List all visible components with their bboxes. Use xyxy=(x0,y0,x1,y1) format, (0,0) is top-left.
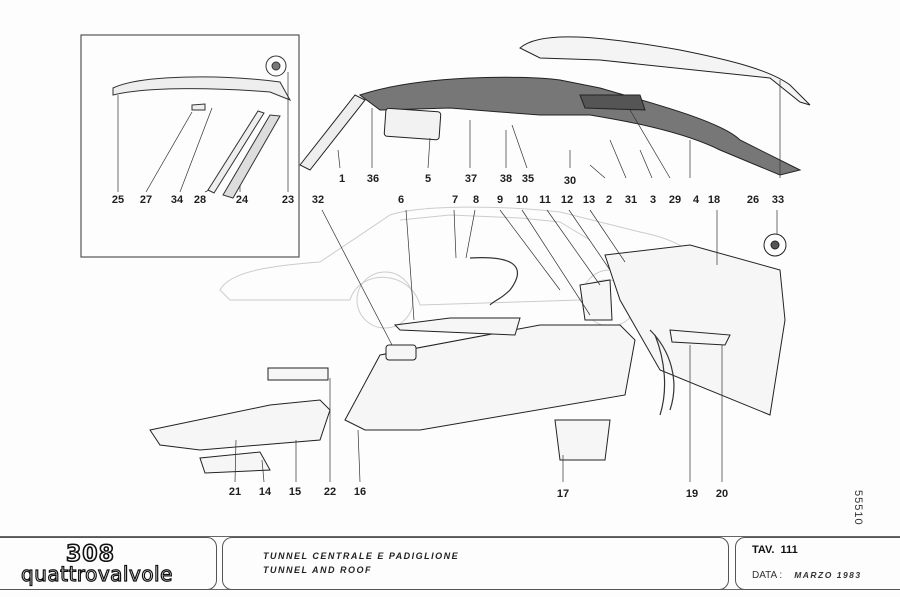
part-1-pillar-trim xyxy=(299,94,366,171)
part-label: 33 xyxy=(771,194,785,206)
part-4-headliner xyxy=(358,76,802,176)
part-label: 18 xyxy=(707,194,721,206)
part-label: 38 xyxy=(499,173,513,185)
part-label: 13 xyxy=(582,194,596,206)
part-label: 6 xyxy=(397,194,405,206)
roof-parts xyxy=(299,36,811,176)
part-24-rail xyxy=(222,114,281,199)
title-italian: TUNNEL CENTRALE E PADIGLIONE xyxy=(263,551,460,561)
part-label: 29 xyxy=(668,194,682,206)
part-label: 9 xyxy=(496,194,504,206)
part-label: 34 xyxy=(170,194,184,206)
part-label: 16 xyxy=(353,486,367,498)
part-label: 26 xyxy=(746,194,760,206)
part-5-sun-visor xyxy=(383,107,442,141)
part-18-side-panel xyxy=(604,244,786,416)
part-16-console xyxy=(344,324,636,431)
part-17-pocket xyxy=(554,419,611,461)
part-label: 7 xyxy=(451,194,459,206)
part-label: 17 xyxy=(556,488,570,500)
part-26-roof-panel xyxy=(519,36,811,106)
date-value: MARZO 1983 xyxy=(794,570,862,580)
part-label: 36 xyxy=(366,173,380,185)
part-label: 28 xyxy=(193,194,207,206)
part-label: 12 xyxy=(560,194,574,206)
title-english: TUNNEL AND ROOF xyxy=(263,565,372,575)
part-label: 24 xyxy=(235,194,249,206)
console-parts xyxy=(149,233,787,474)
table-info-box: TAV. 111 DATA : MARZO 1983 xyxy=(735,537,900,590)
part-label: 11 xyxy=(539,194,551,206)
part-6-plate xyxy=(393,317,521,336)
console-wires xyxy=(469,257,675,416)
part-label: 37 xyxy=(464,173,478,185)
part-label: 22 xyxy=(323,486,337,498)
part-28-strip xyxy=(207,110,265,194)
inset-parts xyxy=(112,55,292,199)
logo-variant: quattrovalvole xyxy=(20,561,173,586)
part-label: 27 xyxy=(139,194,153,206)
part-label: 19 xyxy=(685,488,699,500)
part-label: 31 xyxy=(624,194,638,206)
table-number: TAV. 111 xyxy=(752,544,798,556)
part-label: 2 xyxy=(605,194,613,206)
console-leaders xyxy=(234,209,778,483)
part-label: 21 xyxy=(228,486,242,498)
part-label: 23 xyxy=(281,194,295,206)
part-32-gauge-bezel xyxy=(385,344,417,361)
title-box: TUNNEL CENTRALE E PADIGLIONE TUNNEL AND … xyxy=(222,537,729,590)
part-label: 5 xyxy=(424,173,432,185)
logo-model: 308 xyxy=(65,541,115,568)
part-label: 30 xyxy=(563,175,577,187)
part-label: 4 xyxy=(692,194,700,206)
part-label: 32 xyxy=(311,194,325,206)
part-15-tunnel-cover xyxy=(149,399,331,451)
part-33-grommet xyxy=(763,233,787,257)
part-label: 20 xyxy=(715,488,729,500)
part-label: 1 xyxy=(338,173,346,185)
part-34-clip xyxy=(191,103,206,111)
exploded-parts-diagram xyxy=(80,34,811,483)
part-label: 14 xyxy=(258,486,272,498)
inset-leaders xyxy=(117,72,289,193)
part-25-roof-trim xyxy=(112,76,292,101)
part-label: 15 xyxy=(288,486,302,498)
table-label: TAV. xyxy=(752,544,775,556)
part-label: 8 xyxy=(472,194,480,206)
table-value: 111 xyxy=(780,544,798,556)
part-29-lamp xyxy=(579,94,646,111)
logo-box: 308 quattrovalvole xyxy=(0,537,217,590)
part-label: 35 xyxy=(521,173,535,185)
roof-leaders xyxy=(337,80,781,179)
part-23-clip-detail xyxy=(265,55,287,77)
part-label: 10 xyxy=(515,194,529,206)
part-11-lid xyxy=(579,279,613,321)
part-22-pad xyxy=(267,367,329,381)
part-label: 3 xyxy=(649,194,657,206)
date-label: DATA : xyxy=(752,570,783,581)
part-20-bracket xyxy=(669,329,731,346)
part-14-plate xyxy=(199,451,271,474)
footer-top-rule xyxy=(0,536,900,537)
part-label: 25 xyxy=(111,194,125,206)
date-row: DATA : MARZO 1983 xyxy=(752,570,862,581)
detail-inset-frame xyxy=(80,34,300,258)
drawing-number: 55510 xyxy=(852,490,864,526)
